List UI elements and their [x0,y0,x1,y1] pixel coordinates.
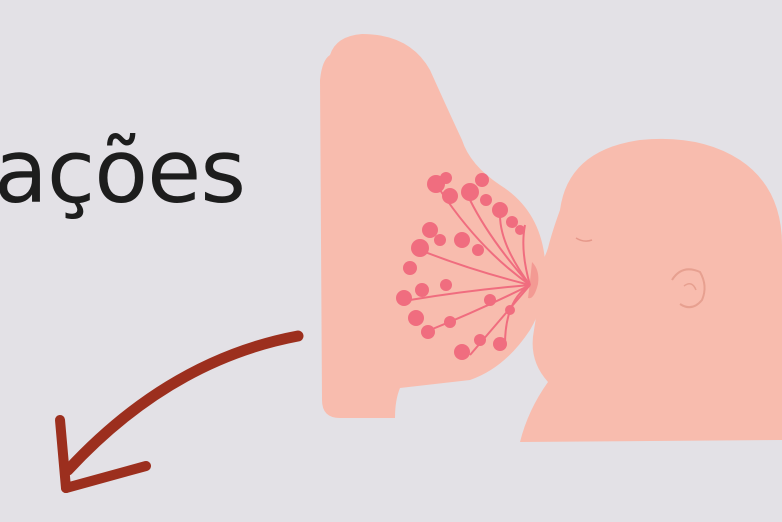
curved-arrow [68,336,298,470]
arrow-head-left [60,420,66,488]
baby-head-shape [520,139,782,442]
arrow-head-right [66,466,146,488]
